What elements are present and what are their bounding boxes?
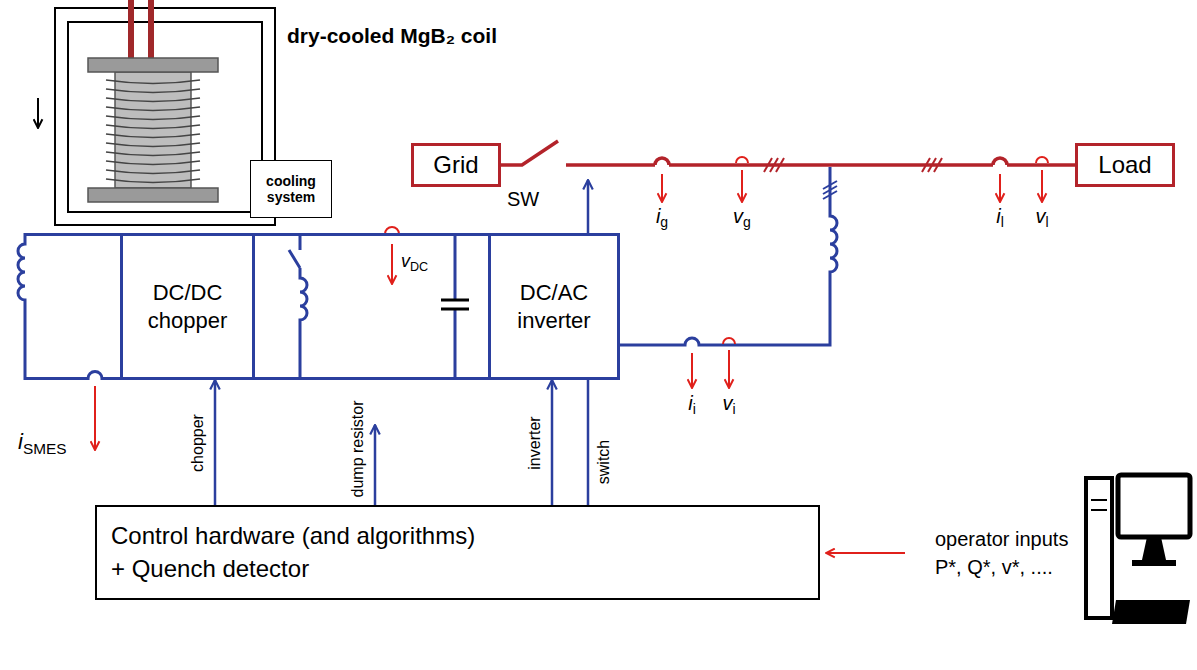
node-text: Load [1098, 151, 1151, 179]
voltage-sensor [385, 227, 399, 234]
coil-bobbin [88, 188, 218, 202]
coil-terminal [148, 0, 154, 58]
signal-name: il [996, 205, 1004, 231]
line-sensor [655, 162, 1007, 168]
coil-winding [106, 170, 200, 174]
capacitor-symbol [441, 235, 469, 379]
smes-inductor [18, 235, 120, 379]
coil-title: dry-cooled MgB₂ coil [287, 24, 497, 47]
computer-icon [1132, 560, 1176, 566]
coil-winding [106, 116, 200, 120]
line-sensor [764, 158, 942, 172]
connection-arrow [38, 98, 39, 128]
sensor-arrow [661, 174, 663, 202]
sensor-arrow [95, 170, 1042, 450]
computer-icon [1118, 475, 1190, 537]
computer-icon [1142, 537, 1166, 560]
coil-winding [106, 80, 200, 183]
coil-winding [106, 179, 200, 183]
cooling-system-box: cooling system [250, 160, 332, 218]
switch-label: SW [507, 188, 539, 210]
edge-label: chopper [189, 414, 207, 472]
voltage-sensor [723, 338, 735, 344]
operator-arrow [826, 552, 905, 554]
operator-arrow [826, 552, 905, 554]
chopper-box: DC/DC chopper [120, 233, 255, 380]
sensor-arrow [1041, 170, 1043, 202]
coil-terminal [128, 0, 134, 58]
coil-winding [106, 80, 200, 84]
control-signal-arrow [374, 425, 377, 505]
computer-icon [1112, 600, 1190, 624]
control-box: Control hardware (and algorithms)+ Quenc… [95, 505, 820, 600]
dc-link-wire [255, 377, 488, 380]
capacitor-symbol [454, 235, 457, 379]
coil-winding [106, 161, 200, 165]
coil-winding [106, 125, 200, 129]
coil-housing [55, 8, 275, 225]
node-text: + Quench detector [111, 553, 309, 585]
computer-icon [1086, 478, 1112, 618]
coil-housing [68, 22, 262, 212]
computer-icon [1086, 475, 1190, 624]
coil-winding [106, 134, 200, 138]
signal-name: vl [1035, 205, 1048, 231]
signal-name: vi [722, 392, 735, 418]
dc-link-wire [255, 377, 488, 380]
sensor-arrow [741, 170, 743, 202]
coil-bobbin [88, 58, 218, 202]
sensor-arrow [391, 244, 393, 284]
node-text: cooling system [256, 173, 326, 205]
coil-bobbin [88, 58, 218, 72]
dump-resistor-symbol [289, 235, 307, 379]
sensor-arrow [691, 353, 693, 388]
signal-name: iSMES [18, 430, 67, 458]
connection-arrow [37, 98, 39, 128]
coil-housing [55, 8, 275, 225]
dump-resistor-symbol [289, 235, 307, 379]
signal-name: vDC [401, 252, 428, 275]
line-sensor [655, 157, 1048, 172]
coil-winding [106, 98, 200, 102]
line-sensor [655, 158, 1007, 165]
inverter-box: DC/AC inverter [488, 233, 620, 380]
node-text: DC/DC chopper [131, 279, 244, 334]
connector [501, 141, 1075, 165]
capacitor-symbol [441, 300, 469, 309]
node-text: Control hardware (and algorithms) [111, 520, 475, 552]
grid-box: Grid [411, 143, 501, 187]
node-text: DC/AC inverter [499, 279, 609, 334]
signal-name: ii [688, 392, 696, 418]
sensor-arrow [999, 174, 1001, 202]
edge-label: inverter [526, 416, 544, 469]
connector [255, 233, 488, 236]
sensor-arrow [728, 350, 730, 388]
connector [551, 380, 554, 505]
coil-winding [106, 143, 200, 147]
connector [214, 380, 217, 505]
control-signal-label: dump resistor [349, 401, 367, 498]
output-wire [620, 167, 837, 345]
coil-winding [106, 107, 200, 111]
coil-terminal [131, 0, 151, 58]
load-box: Load [1075, 143, 1175, 187]
smes-inductor [18, 235, 120, 379]
operator-note: P*, Q*, v*, .... [935, 556, 1053, 578]
operator-note: operator inputs [935, 528, 1068, 550]
computer-icon [1091, 500, 1107, 510]
node-text: Grid [433, 151, 478, 179]
signal-name: vg [733, 205, 751, 231]
signal-name: ig [656, 205, 668, 231]
coil-winding [106, 89, 200, 93]
coil-bobbin [115, 72, 191, 188]
output-wire [823, 181, 837, 199]
output-wire [620, 167, 837, 345]
coil-winding [106, 152, 200, 156]
sensor-arrow [94, 386, 96, 450]
control-signal-label: switch [595, 440, 613, 484]
